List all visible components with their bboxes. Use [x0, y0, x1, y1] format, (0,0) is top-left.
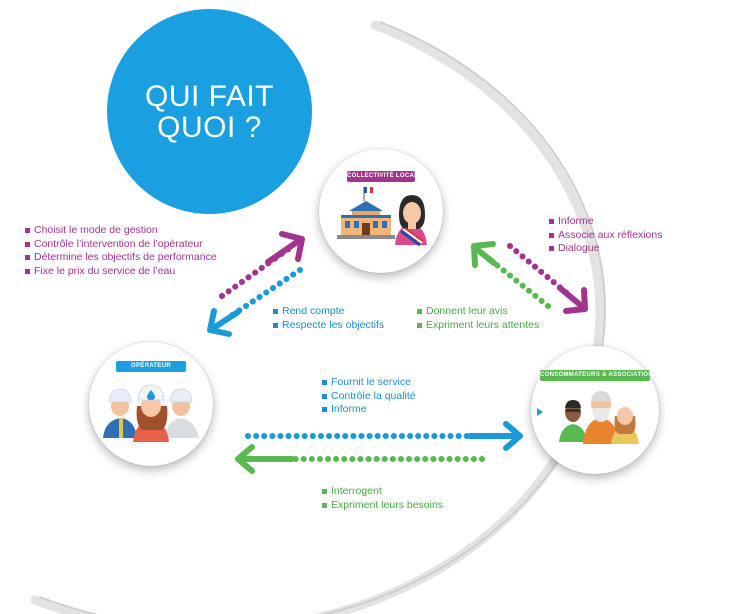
list-item: Contrôle l’intervention de l’opérateur	[25, 238, 217, 252]
list-item: Contrôle la qualité	[322, 390, 416, 404]
list-item: Expriment leurs attentes	[417, 319, 539, 333]
list-consommateurs-to-collectivite: Donnent leur avis Expriment leurs attent…	[417, 305, 539, 332]
arrow-blue-operateur	[207, 267, 303, 337]
list-item: Associe aux réflexions	[549, 229, 662, 243]
list-operateur-to-consommateurs: Fournit le service Contrôle la qualité I…	[322, 376, 416, 417]
arrow-green-horizontal	[235, 444, 485, 474]
badge-operateur: OPÉRATEUR	[116, 361, 186, 372]
list-consommateurs-to-operateur: Interrogent Expriment leurs besoins	[322, 485, 443, 512]
list-operateur-to-collectivite: Rend compte Respecte les objectifs	[273, 305, 384, 332]
title-circle: QUI FAIT QUOI ?	[107, 9, 312, 214]
list-item: Détermine les objectifs de performance	[25, 251, 217, 265]
title-line-2: QUOI ?	[157, 110, 262, 144]
workers-icon	[103, 384, 199, 442]
list-item: Choisit le mode de gestion	[25, 224, 217, 238]
title-line-1: QUI FAIT	[144, 79, 274, 113]
list-item: Expriment leurs besoins	[322, 499, 443, 513]
list-item: Informe	[322, 403, 416, 417]
node-operateur: OPÉRATEUR	[89, 342, 213, 466]
list-item: Rend compte	[273, 305, 384, 319]
node-consommateurs: CONSOMMATEURS & ASSOCIATIONS	[531, 346, 659, 474]
play-icon	[537, 408, 543, 416]
town-hall-mayor-icon	[337, 186, 427, 247]
badge-collectivite: COLLECTIVITÉ LOCALE	[347, 171, 422, 182]
list-item: Donnent leur avis	[417, 305, 539, 319]
list-item: Respecte les objectifs	[273, 319, 384, 333]
list-collectivite-to-operateur: Choisit le mode de gestion Contrôle l’in…	[25, 224, 217, 278]
list-item: Fournit le service	[322, 376, 416, 390]
arrow-purple-collectivite	[219, 231, 305, 299]
list-item: Dialogue	[549, 242, 662, 256]
list-item: Informe	[549, 215, 662, 229]
arrow-blue-horizontal	[245, 421, 523, 451]
arrow-green-consommateurs	[471, 241, 551, 309]
consumers-group-icon	[559, 391, 639, 444]
list-item: Fixe le prix du service de l’eau	[25, 265, 217, 279]
arrow-purple-consommateurs	[507, 243, 588, 314]
node-collectivite: COLLECTIVITÉ LOCALE	[319, 149, 443, 273]
list-collectivite-to-consommateurs: Informe Associe aux réflexions Dialogue	[549, 215, 662, 256]
list-item: Interrogent	[322, 485, 443, 499]
badge-consommateurs: CONSOMMATEURS & ASSOCIATIONS	[540, 370, 657, 381]
